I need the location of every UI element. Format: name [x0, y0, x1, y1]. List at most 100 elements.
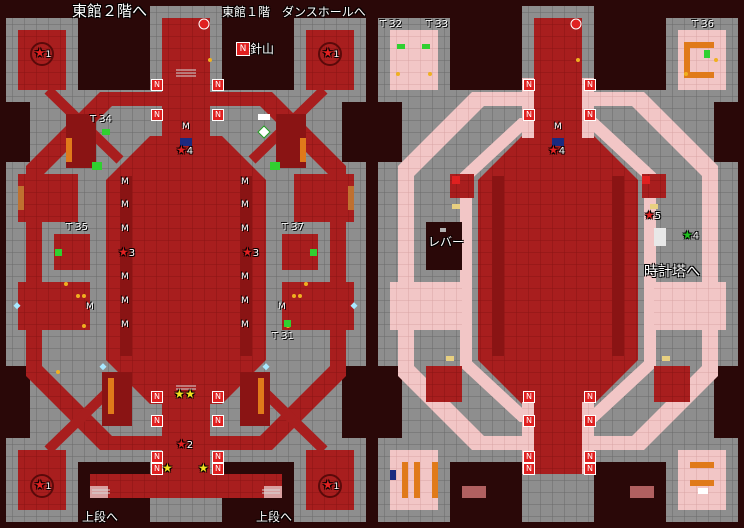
door-n-marker[interactable]: N	[212, 391, 224, 403]
door-n-marker[interactable]: N	[584, 463, 596, 475]
star-marker-2[interactable]: ★2	[176, 437, 193, 451]
door-n-marker[interactable]: N	[584, 391, 596, 403]
door-n-marker[interactable]: N	[212, 415, 224, 427]
door-n-marker[interactable]: N	[212, 451, 224, 463]
treasure-34-label[interactable]: T 34	[90, 114, 113, 125]
star-icon: ★	[176, 437, 187, 451]
door-n-marker[interactable]: N	[151, 451, 163, 463]
door-n-marker[interactable]: N	[151, 415, 163, 427]
m-marker[interactable]: M	[241, 177, 249, 187]
star-number: 3	[128, 248, 136, 259]
treasure-32-label[interactable]: T 32	[380, 19, 403, 30]
door-n-marker[interactable]: N	[523, 109, 535, 121]
yellow-stars-center[interactable]: ★★	[174, 387, 196, 401]
label-lever[interactable]: レバー	[428, 235, 465, 249]
m-marker[interactable]: M	[121, 200, 129, 210]
star-marker-4-right[interactable]: ★4	[548, 143, 565, 157]
door-n-marker[interactable]: N	[523, 451, 535, 463]
treasure-37-label[interactable]: T 37	[282, 222, 305, 233]
m-marker[interactable]: M	[86, 302, 94, 312]
star-marker-4[interactable]: ★4	[176, 143, 193, 157]
door-n-marker[interactable]: N	[151, 79, 163, 91]
label-east-2f[interactable]: 東館２階へ	[72, 2, 148, 20]
m-marker[interactable]: M	[241, 296, 249, 306]
m-marker[interactable]: M	[121, 320, 129, 330]
right-map	[378, 6, 738, 522]
room-top-left	[18, 30, 66, 90]
treasure-31-label[interactable]: T 31	[272, 331, 295, 342]
room-top-right	[306, 30, 354, 90]
star-marker-3-right[interactable]: ★3	[242, 245, 259, 259]
star-icon: ★	[176, 143, 187, 157]
yellow-star-bottom-right[interactable]: ★	[198, 461, 209, 475]
star-icon: ★	[322, 478, 334, 493]
door-n-marker[interactable]: N	[151, 463, 163, 475]
treasure-36-label[interactable]: T 36	[692, 19, 715, 30]
star-number: 4	[692, 231, 700, 242]
door-n-marker[interactable]: N	[151, 109, 163, 121]
m-marker[interactable]: M	[241, 200, 249, 210]
star-marker-4-green[interactable]: ★4	[682, 228, 699, 242]
door-n-marker[interactable]: N	[584, 451, 596, 463]
m-marker[interactable]: M	[182, 122, 190, 132]
m-marker[interactable]: M	[121, 272, 129, 282]
m-marker[interactable]: M	[121, 177, 129, 187]
m-marker[interactable]: M	[121, 296, 129, 306]
treasure-35-label[interactable]: T 35	[66, 222, 89, 233]
m-marker[interactable]: M	[278, 302, 286, 312]
star-number: 2	[186, 440, 194, 451]
star-marker-1-top-left[interactable]: ★1	[34, 46, 51, 61]
star-number: 3	[252, 248, 260, 259]
door-n-marker[interactable]: N	[151, 391, 163, 403]
label-clocktower[interactable]: 時計塔へ	[644, 264, 700, 280]
label-up-stairs-right[interactable]: 上段へ	[256, 510, 293, 524]
star-number: 4	[558, 146, 566, 157]
star-marker-5-right[interactable]: ★5	[644, 208, 661, 222]
needle-mountain-badge: N	[236, 42, 250, 56]
m-marker[interactable]: M	[241, 320, 249, 330]
star-marker-1-bottom-right[interactable]: ★1	[322, 478, 339, 493]
m-marker[interactable]: M	[554, 122, 562, 132]
star-icon: ★	[242, 245, 253, 259]
star-icon: ★	[322, 46, 334, 61]
label-east-1f-dancehall[interactable]: 東館１階 ダンスホールへ	[222, 5, 366, 19]
door-n-marker[interactable]: N	[523, 391, 535, 403]
star-icon: ★	[34, 46, 46, 61]
door-n-marker[interactable]: N	[523, 79, 535, 91]
m-marker[interactable]: M	[241, 224, 249, 234]
star-marker-1-bottom-left[interactable]: ★1	[34, 478, 51, 493]
star-icon: ★	[682, 228, 693, 242]
star-number: 1	[45, 482, 52, 492]
m-marker[interactable]: M	[241, 272, 249, 282]
door-n-marker[interactable]: N	[212, 109, 224, 121]
label-up-stairs-left[interactable]: 上段へ	[82, 510, 119, 524]
door-n-marker[interactable]: N	[212, 79, 224, 91]
door-n-marker[interactable]: N	[584, 79, 596, 91]
door-n-marker[interactable]: N	[584, 109, 596, 121]
star-number: 5	[654, 211, 662, 222]
star-icon: ★	[644, 208, 655, 222]
label-needle-mountain: 針山	[250, 42, 275, 56]
star-number: 4	[186, 146, 194, 157]
left-central-hall	[106, 136, 266, 404]
star-marker-3-left[interactable]: ★3	[118, 245, 135, 259]
treasure-33-label[interactable]: T 33	[426, 19, 449, 30]
star-icon: ★	[34, 478, 46, 493]
m-marker[interactable]: M	[121, 224, 129, 234]
door-n-marker[interactable]: N	[584, 415, 596, 427]
door-n-marker[interactable]: N	[523, 415, 535, 427]
left-map	[6, 6, 366, 522]
door-n-marker[interactable]: N	[523, 463, 535, 475]
door-n-marker[interactable]: N	[212, 463, 224, 475]
yellow-star-bottom-left[interactable]: ★	[162, 461, 173, 475]
star-number: 1	[333, 50, 340, 60]
room-bottom-left	[18, 450, 66, 510]
room-bottom-right	[306, 450, 354, 510]
star-icon: ★	[118, 245, 129, 259]
star-icon: ★	[548, 143, 559, 157]
star-number: 1	[333, 482, 340, 492]
right-central-hall	[478, 136, 638, 404]
star-number: 1	[45, 50, 52, 60]
star-marker-1-top-right[interactable]: ★1	[322, 46, 339, 61]
